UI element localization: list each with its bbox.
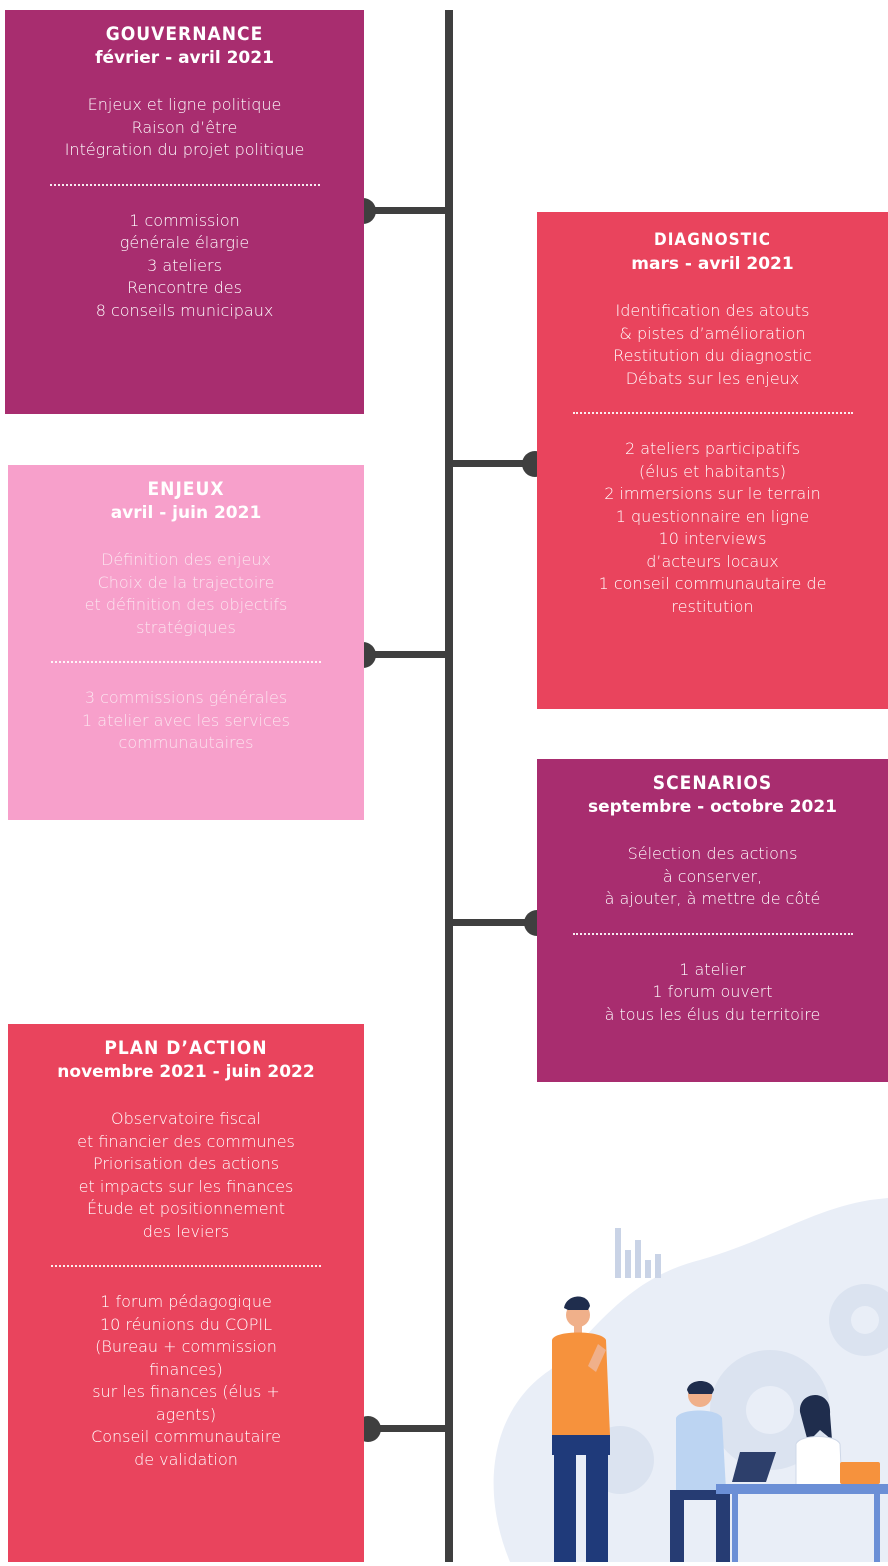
objective-line: & pistes d’amélioration <box>619 323 806 343</box>
objective-line: Intégration du projet politique <box>64 140 305 159</box>
objective-line: et financier des communes <box>77 1131 295 1151</box>
action-line: 10 interviews <box>658 529 767 548</box>
action-line: 1 conseil communautaire de <box>598 574 827 593</box>
objective-line: à ajouter, à mettre de côté <box>604 889 821 908</box>
action-line: 1 forum ouvert <box>652 982 773 1001</box>
action-line: 3 ateliers <box>147 255 222 275</box>
card-dates: septembre - octobre 2021 <box>587 797 838 817</box>
card-title: GOUVERNANCE <box>105 23 264 45</box>
action-line: à tous les élus du territoire <box>604 1004 821 1024</box>
action-line: d’acteurs locaux <box>646 551 779 571</box>
card-objectives: Identification des atouts & pistes d’amé… <box>537 300 888 390</box>
action-line: restitution <box>671 596 754 616</box>
action-line: (élus et habitants) <box>639 461 786 481</box>
objective-line: Observatoire fiscal <box>111 1109 261 1128</box>
card-actions: 2 ateliers participatifs (élus et habita… <box>537 438 888 618</box>
action-line: 2 immersions sur le terrain <box>604 484 821 503</box>
card-plan-action: PLAN D’ACTION novembre 2021 - juin 2022 … <box>8 1024 364 1562</box>
card-dates: mars - avril 2021 <box>631 254 794 274</box>
connector-enjeux <box>365 651 449 658</box>
card-actions: 1 forum pédagogique 10 réunions du COPIL… <box>8 1291 364 1471</box>
action-line: Rencontre des <box>127 278 242 297</box>
card-title: SCENARIOS <box>652 772 773 794</box>
action-line: communautaires <box>118 733 254 752</box>
action-line: 1 atelier <box>679 959 746 979</box>
card-objectives: Définition des enjeux Choix de la trajec… <box>8 549 364 639</box>
action-line: sur les finances (élus + <box>92 1382 280 1401</box>
connector-gouvernance <box>365 207 449 214</box>
card-objectives: Sélection des actions à conserver, à ajo… <box>537 843 888 911</box>
objective-line: Priorisation des actions <box>92 1154 280 1173</box>
connector-plan-action <box>365 1425 449 1432</box>
card-dates: février - avril 2021 <box>95 48 274 68</box>
objective-line: Restitution du diagnostic <box>613 346 812 365</box>
objective-line: Étude et positionnement <box>86 1199 285 1218</box>
card-objectives: Observatoire fiscal et financier des com… <box>8 1108 364 1243</box>
objective-line: Identification des atouts <box>615 301 810 320</box>
objective-line: stratégiques <box>136 617 236 637</box>
objective-line: Définition des enjeux <box>101 550 271 569</box>
dotted-separator <box>572 932 853 935</box>
card-dates: avril - juin 2021 <box>110 503 262 523</box>
card-title: PLAN D’ACTION <box>104 1037 268 1059</box>
action-line: 2 ateliers participatifs <box>624 439 801 458</box>
action-line: Conseil communautaire <box>91 1427 281 1446</box>
action-line: 1 questionnaire en ligne <box>615 506 810 526</box>
action-line: générale élargie <box>119 233 250 252</box>
card-actions: 1 commission générale élargie 3 ateliers… <box>5 210 364 323</box>
action-line: 1 atelier avec les services <box>82 710 290 730</box>
objective-line: Débats sur les enjeux <box>625 368 800 388</box>
action-line: (Bureau + commission <box>95 1337 277 1356</box>
card-gouvernance: GOUVERNANCE février - avril 2021 Enjeux … <box>5 10 364 414</box>
objective-line: des leviers <box>142 1221 230 1241</box>
objective-line: et impacts sur les finances <box>78 1176 294 1196</box>
action-line: 1 forum pédagogique <box>100 1292 272 1311</box>
card-objectives: Enjeux et ligne politique Raison d’être … <box>5 94 364 162</box>
action-line: de validation <box>134 1449 238 1469</box>
objective-line: Choix de la trajectoire <box>97 572 275 592</box>
team-working-illustration <box>470 1190 888 1562</box>
objective-line: Enjeux et ligne politique <box>87 95 282 114</box>
objective-line: Sélection des actions <box>627 844 798 863</box>
card-title: ENJEUX <box>147 478 225 500</box>
card-actions: 1 atelier 1 forum ouvert à tous les élus… <box>537 959 888 1027</box>
action-line: 8 conseils municipaux <box>95 300 274 320</box>
action-line: 3 commissions générales <box>84 688 288 707</box>
card-dates: novembre 2021 - juin 2022 <box>57 1062 315 1082</box>
dotted-separator <box>572 412 853 414</box>
objective-line: Raison d’être <box>131 117 238 137</box>
timeline-spine <box>445 10 453 1562</box>
card-enjeux: ENJEUX avril - juin 2021 Définition des … <box>8 465 364 820</box>
card-scenarios: SCENARIOS septembre - octobre 2021 Sélec… <box>537 759 888 1082</box>
action-line: agents) <box>155 1404 217 1424</box>
dotted-separator <box>51 661 321 663</box>
card-actions: 3 commissions générales 1 atelier avec l… <box>8 687 364 755</box>
objective-line: et définition des objectifs <box>84 595 288 614</box>
dotted-separator <box>49 183 320 186</box>
connector-diagnostic <box>449 460 535 467</box>
connector-scenarios <box>449 919 535 926</box>
action-line: 10 réunions du COPIL <box>99 1314 273 1334</box>
dotted-separator <box>51 1265 321 1267</box>
card-diagnostic: DIAGNOSTIC mars - avril 2021 Identificat… <box>537 212 888 709</box>
action-line: 1 commission <box>129 210 240 230</box>
card-title: DIAGNOSTIC <box>654 230 771 250</box>
objective-line: à conserver, <box>662 866 763 886</box>
action-line: finances) <box>149 1359 223 1379</box>
